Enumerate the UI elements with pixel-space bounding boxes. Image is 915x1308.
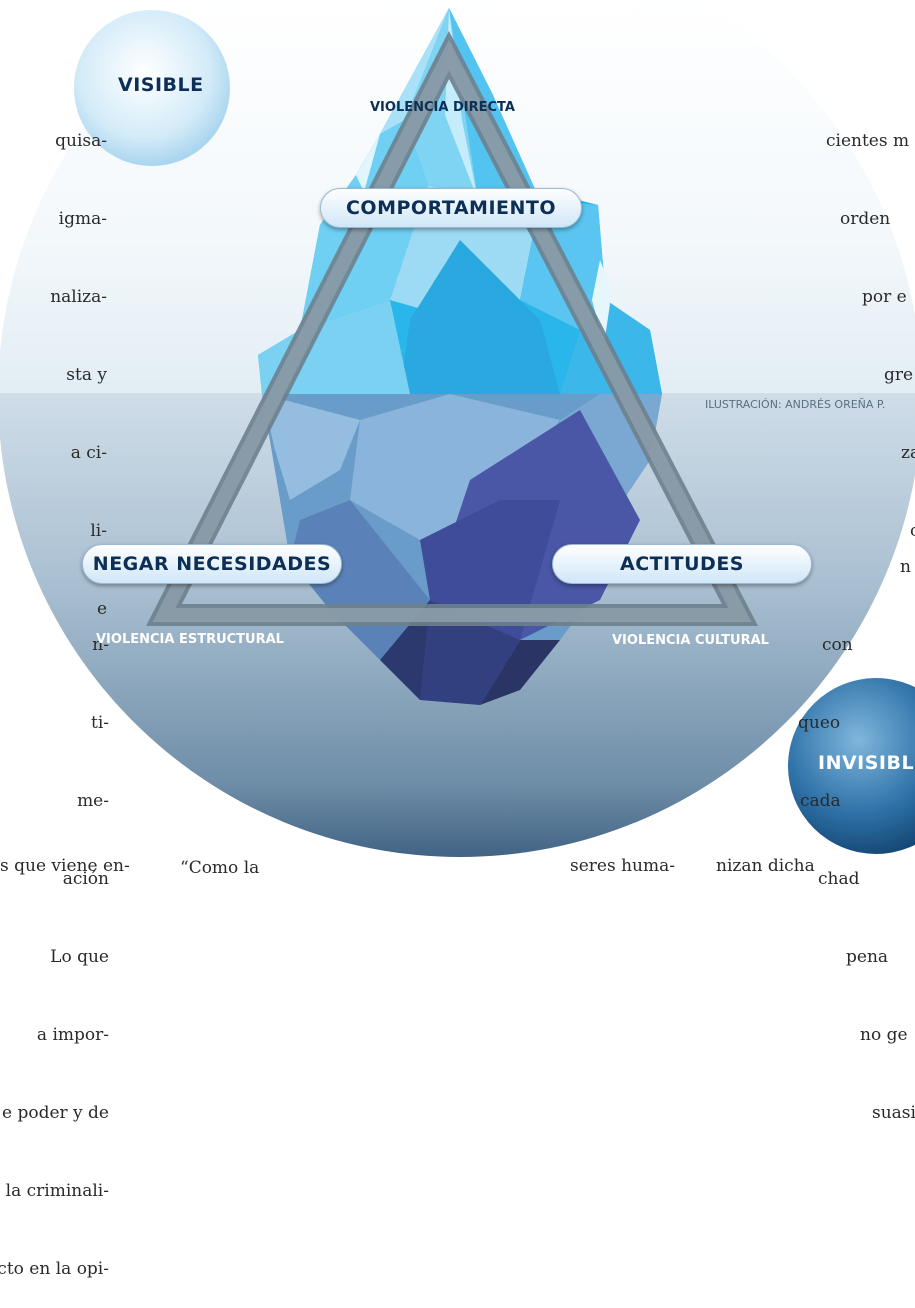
violencia-estructural-label: VIOLENCIA ESTRUCTURAL (96, 632, 284, 647)
invisible-bubble (788, 678, 915, 854)
comportamiento-label: COMPORTAMIENTO (320, 188, 582, 228)
body-text-quote: “Como la (180, 858, 260, 878)
actitudes-label: ACTITUDES (552, 544, 812, 584)
visible-label: VISIBLE (118, 74, 204, 96)
violencia-directa-label: VIOLENCIA DIRECTA (370, 100, 515, 115)
invisible-label: INVISIBLE (818, 752, 915, 774)
iceberg-illustration (0, 0, 915, 857)
body-text-left-bottom: - n- ti- me- ación Lo que a impor- e pod… (0, 557, 109, 1279)
body-text-bottom-left: s que viene en- (0, 856, 130, 876)
negar-necesidades-label: NEGAR NECESIDADES (82, 544, 342, 584)
illustration-credit: ILUSTRACIÓN: ANDRÉS OREÑA P. (705, 398, 886, 411)
body-text-right-top: cientes m orden por e gre za c (826, 131, 915, 541)
body-text-right-bottom: n con queo cada chad pena no ge suasivo (798, 557, 915, 1123)
body-text-nizan: nizan dicha (716, 856, 815, 876)
body-text-seres: seres huma- (570, 856, 675, 876)
violencia-cultural-label: VIOLENCIA CULTURAL (612, 633, 769, 648)
body-text-left-top: quisa- igma- naliza- sta y a ci- li- e (50, 131, 107, 619)
violence-triangle (146, 30, 759, 626)
visible-bubble (74, 10, 230, 166)
